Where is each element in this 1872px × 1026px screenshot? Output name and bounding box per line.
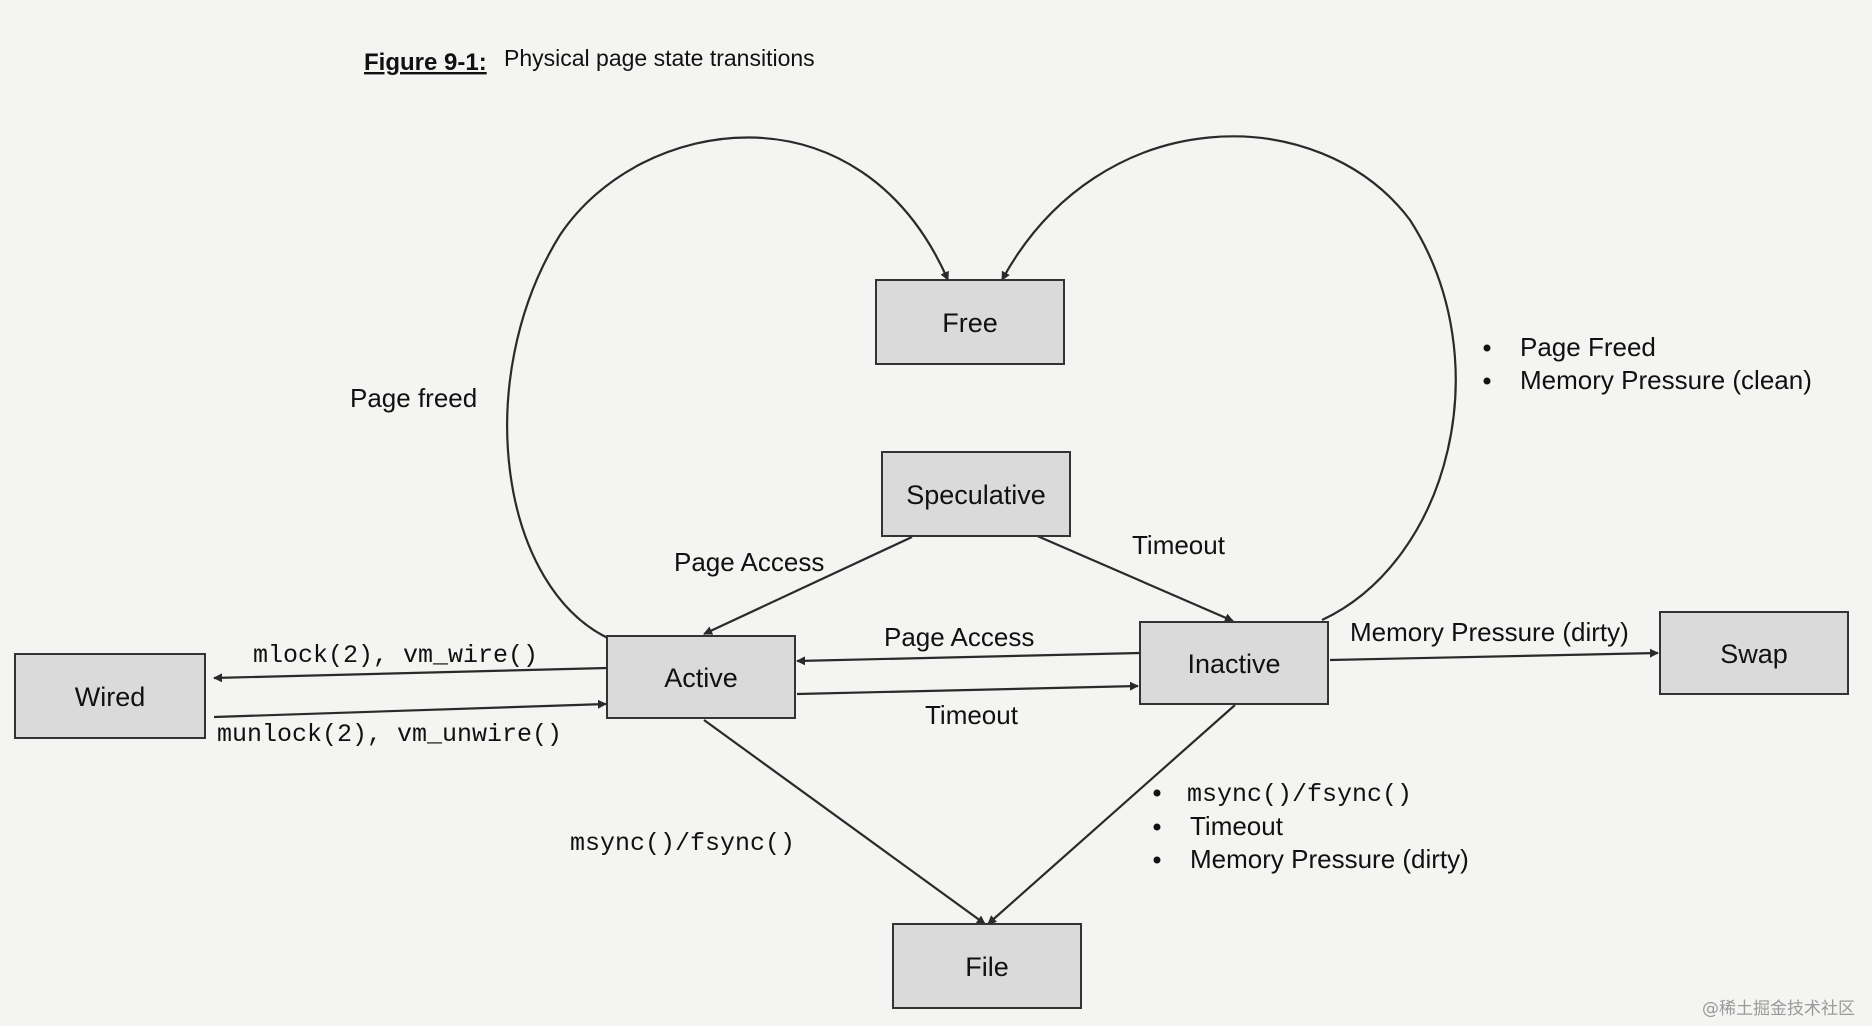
edge-inactive-to-active bbox=[796, 651, 1141, 666]
list-item-memory-pressure-dirty: Memory Pressure (dirty) bbox=[1190, 844, 1469, 874]
edge-active-to-file bbox=[703, 719, 986, 925]
label-inactive-page-access: Page Access bbox=[884, 622, 1034, 652]
bullet bbox=[1153, 823, 1161, 831]
label-munlock: munlock(2), vm_unwire() bbox=[217, 720, 562, 749]
state-active-label: Active bbox=[664, 663, 738, 693]
edge-active-to-inactive bbox=[796, 681, 1139, 696]
figure-number: Figure 9-1: bbox=[364, 49, 487, 76]
state-swap: Swap bbox=[1659, 611, 1849, 695]
edge-active-to-wired bbox=[213, 666, 608, 683]
label-speculative-timeout: Timeout bbox=[1132, 530, 1226, 560]
list-item-page-freed: Page Freed bbox=[1520, 332, 1656, 362]
edge-speculative-to-active bbox=[703, 536, 913, 635]
state-free-label: Free bbox=[942, 308, 998, 338]
edge-inactive-to-swap bbox=[1329, 648, 1659, 662]
edge-active-to-free bbox=[506, 136, 950, 642]
edge-inactive-to-free bbox=[1001, 135, 1457, 621]
watermark-text: @稀土掘金技术社区 bbox=[1702, 999, 1855, 1019]
label-memory-pressure-dirty-swap: Memory Pressure (dirty) bbox=[1350, 617, 1629, 647]
state-speculative: Speculative bbox=[881, 451, 1071, 537]
state-speculative-label: Speculative bbox=[906, 480, 1046, 510]
bullet bbox=[1483, 377, 1491, 385]
edge-wired-to-active bbox=[213, 699, 607, 719]
list-inactive-to-file: msync()/fsync() Timeout Memory Pressure … bbox=[1153, 780, 1469, 874]
bullet bbox=[1153, 789, 1161, 797]
edge-speculative-to-inactive bbox=[1034, 533, 1234, 623]
bullet bbox=[1483, 344, 1491, 352]
list-item-timeout: Timeout bbox=[1190, 811, 1284, 841]
figure-title: Physical page state transitions bbox=[504, 45, 815, 71]
list-item-memory-pressure-clean: Memory Pressure (clean) bbox=[1520, 365, 1812, 395]
state-inactive-label: Inactive bbox=[1187, 649, 1280, 679]
state-swap-label: Swap bbox=[1720, 639, 1788, 669]
label-active-timeout: Timeout bbox=[925, 700, 1019, 730]
list-item-msync: msync()/fsync() bbox=[1187, 780, 1412, 809]
label-active-msync: msync()/fsync() bbox=[570, 829, 795, 858]
label-page-freed: Page freed bbox=[350, 383, 477, 413]
state-inactive: Inactive bbox=[1139, 621, 1329, 705]
label-speculative-page-access: Page Access bbox=[674, 547, 824, 577]
state-free: Free bbox=[875, 279, 1065, 365]
state-file: File bbox=[892, 923, 1082, 1009]
list-inactive-to-free: Page Freed Memory Pressure (clean) bbox=[1483, 332, 1812, 395]
state-active: Active bbox=[606, 635, 796, 719]
state-wired: Wired bbox=[14, 653, 206, 739]
bullet bbox=[1153, 856, 1161, 864]
state-wired-label: Wired bbox=[75, 682, 146, 712]
label-mlock: mlock(2), vm_wire() bbox=[253, 641, 538, 670]
edge-inactive-to-file bbox=[987, 704, 1236, 925]
state-file-label: File bbox=[965, 952, 1009, 982]
